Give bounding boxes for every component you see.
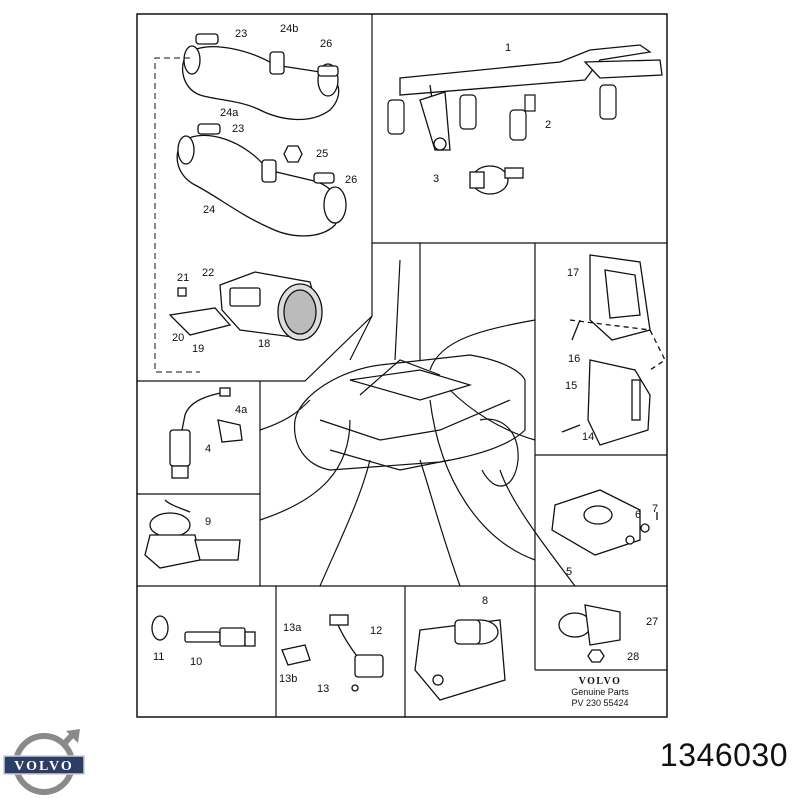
- callout-22: 22: [202, 267, 214, 279]
- callout-8: 8: [482, 595, 488, 607]
- callout-20: 20: [172, 332, 184, 344]
- idle-valve: [414, 619, 506, 701]
- callout-2: 2: [545, 119, 551, 131]
- footer-genuine-parts: Genuine Parts: [571, 687, 629, 697]
- injectors: [387, 84, 617, 141]
- part-number: 1346030: [659, 737, 788, 773]
- diagram-frame: [136, 13, 668, 718]
- volvo-logo: VOLVO: [3, 729, 85, 795]
- footer-code: PV 230 55424: [571, 698, 628, 708]
- callout-7: 7: [652, 503, 658, 515]
- callout-23-bottom: 23: [232, 123, 244, 135]
- footer-brand: VOLVO: [579, 676, 622, 687]
- callout-27: 27: [646, 616, 658, 628]
- callout-13: 13: [317, 683, 329, 695]
- callout-11: 11: [153, 651, 164, 663]
- callout-23-top: 23: [235, 28, 247, 40]
- callout-10: 10: [190, 656, 202, 668]
- vacuum-valve: [558, 604, 621, 663]
- callout-26-top: 26: [320, 38, 332, 50]
- callout-3: 3: [433, 173, 439, 185]
- throttle-switch: [551, 489, 658, 556]
- leader-lines: [259, 243, 576, 587]
- oxygen-sensor: [169, 387, 243, 479]
- callout-18: 18: [258, 338, 270, 350]
- callout-16: 16: [568, 353, 580, 365]
- callout-15: 15: [565, 380, 577, 392]
- callout-24: 24: [203, 204, 215, 216]
- callout-4a: 4a: [235, 404, 248, 416]
- hose-upper: [181, 33, 340, 121]
- genuine-parts-footer: VOLVO Genuine Parts PV 230 55424: [571, 676, 629, 708]
- callout-14: 14: [582, 431, 594, 443]
- pressure-regulator: [469, 165, 524, 195]
- hose-lower: [176, 123, 347, 237]
- panel-borders: [137, 14, 667, 717]
- callout-1: 1: [505, 42, 511, 54]
- air-flow-meter: [168, 271, 323, 341]
- callout-28: 28: [627, 651, 639, 663]
- temperature-sensor: [151, 615, 256, 647]
- callout-labels: 23 24b 26 24a 23 25 26 24 21 22 20 19 18…: [153, 23, 658, 695]
- callout-6: 6: [635, 509, 641, 521]
- fuel-rail: [399, 44, 663, 151]
- control-unit-bracket: [561, 254, 666, 446]
- sensor-harness: [281, 614, 384, 692]
- callout-21: 21: [177, 272, 189, 284]
- callout-24a: 24a: [220, 107, 239, 119]
- callout-24b: 24b: [280, 23, 298, 35]
- callout-4: 4: [205, 443, 211, 455]
- callout-19: 19: [192, 343, 204, 355]
- logo-wordmark: VOLVO: [14, 759, 74, 774]
- callout-26-bottom: 26: [345, 174, 357, 186]
- callout-17: 17: [567, 267, 579, 279]
- callout-25: 25: [316, 148, 328, 160]
- callout-5: 5: [566, 566, 572, 578]
- callout-13b: 13b: [279, 673, 297, 685]
- callout-12: 12: [370, 625, 382, 637]
- callout-13a: 13a: [283, 622, 302, 634]
- callout-9: 9: [205, 516, 211, 528]
- car-outline: [293, 354, 526, 487]
- air-valve: [144, 499, 241, 569]
- dashed-leader-hoses: [154, 57, 200, 373]
